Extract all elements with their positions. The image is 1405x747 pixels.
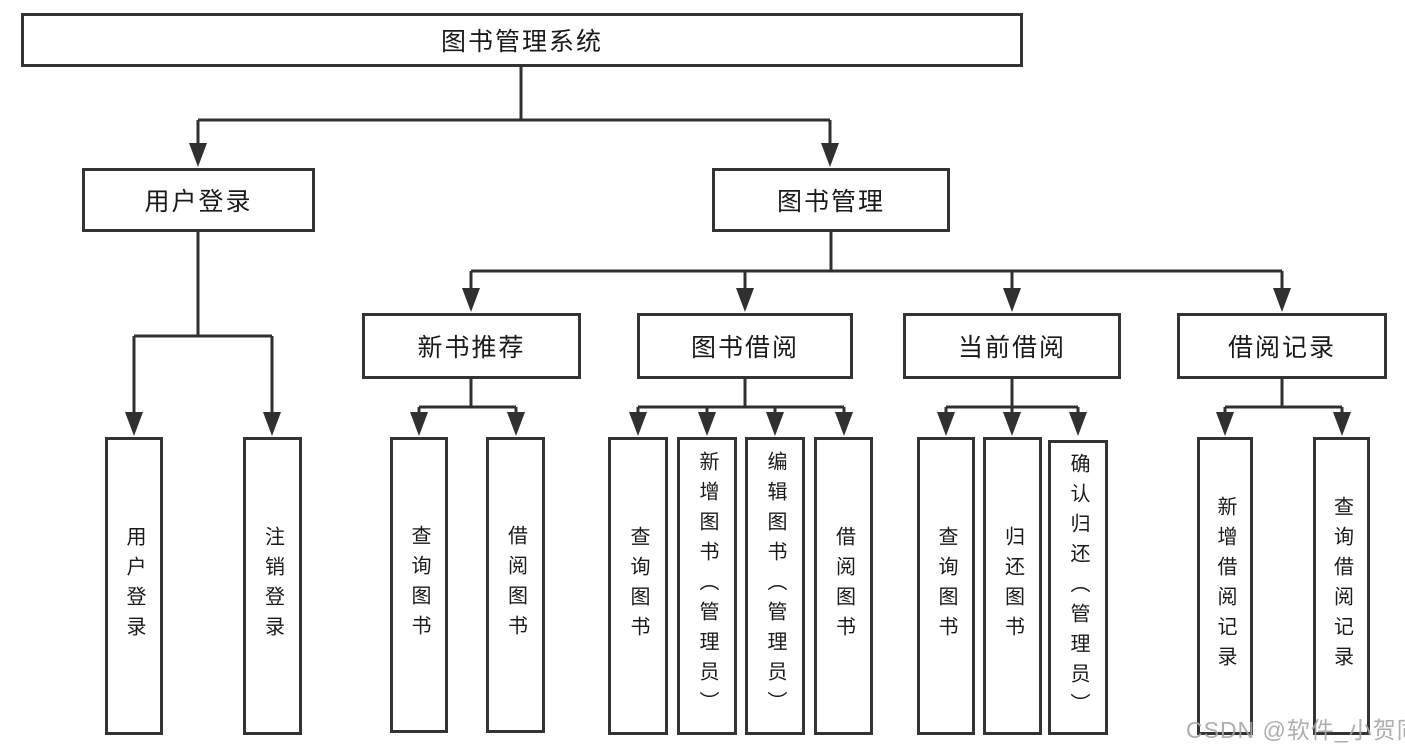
- node-new-book-recommendation-label: 新书推荐: [417, 334, 526, 362]
- node-return-books-label: 归还图书: [1001, 526, 1024, 646]
- node-recommend-borrow-books: 借阅图书: [486, 437, 545, 733]
- node-add-borrow-record: 新增借阅记录: [1197, 437, 1253, 735]
- node-current-query-books: 查询图书: [917, 437, 975, 735]
- node-borrowing-records-label: 借阅记录: [1227, 334, 1336, 362]
- node-user-login-group-label: 用户登录: [144, 188, 253, 216]
- node-borrow-borrow-books-label: 借阅图书: [832, 526, 855, 646]
- node-current-query-books-label: 查询图书: [935, 526, 957, 646]
- connector-root-to-level2: [196, 67, 832, 145]
- node-add-books-admin: 新增图书（管理员）: [677, 437, 737, 735]
- connector-borrow-records-branch: [1223, 379, 1344, 416]
- node-library-management-system-label: 图书管理系统: [440, 28, 603, 56]
- node-query-borrow-record-label: 查询借阅记录: [1330, 496, 1353, 676]
- node-borrowing-records: 借阅记录: [1177, 313, 1387, 379]
- node-add-borrow-record-label: 新增借阅记录: [1214, 496, 1236, 676]
- node-confirm-return-admin: 确认归还（管理员）: [1048, 440, 1108, 735]
- connector-new-book-branch: [417, 379, 518, 416]
- arrowheads: [125, 143, 1351, 436]
- node-confirm-return-admin-label: 确认归还（管理员）: [1067, 452, 1089, 723]
- connector-book-borrow-branch: [636, 379, 846, 416]
- node-return-books: 归还图书: [983, 437, 1042, 735]
- node-query-borrow-record: 查询借阅记录: [1313, 437, 1370, 735]
- node-user-login-label: 用户登录: [123, 526, 145, 646]
- node-edit-books-admin: 编辑图书（管理员）: [745, 437, 805, 735]
- node-current-borrowing-label: 当前借阅: [957, 334, 1066, 362]
- node-library-management-system: 图书管理系统: [21, 13, 1023, 67]
- node-borrow-query-books: 查询图书: [608, 437, 668, 735]
- node-recommend-borrow-books-label: 借阅图书: [504, 525, 527, 645]
- node-book-borrowing-label: 图书借阅: [690, 334, 799, 362]
- node-recommend-query-books: 查询图书: [390, 437, 448, 733]
- node-user-login-group: 用户登录: [82, 168, 315, 232]
- node-logout-login-label: 注销登录: [261, 526, 284, 646]
- node-logout-login: 注销登录: [243, 437, 302, 735]
- node-borrow-query-books-label: 查询图书: [627, 526, 649, 646]
- node-book-borrowing: 图书借阅: [637, 313, 853, 379]
- csdn-watermark: CSDN @软件_小贺同学: [1186, 717, 1405, 743]
- node-current-borrowing: 当前借阅: [903, 313, 1121, 379]
- node-borrow-borrow-books: 借阅图书: [814, 437, 873, 735]
- node-edit-books-admin-label: 编辑图书（管理员）: [764, 451, 786, 721]
- node-book-management: 图书管理: [712, 168, 950, 232]
- node-book-management-label: 图书管理: [776, 188, 885, 216]
- connector-current-borrow-branch: [944, 379, 1080, 416]
- node-add-books-admin-label: 新增图书（管理员）: [696, 451, 718, 721]
- node-recommend-query-books-label: 查询图书: [408, 525, 430, 645]
- connector-user-login-branch: [132, 232, 274, 414]
- node-new-book-recommendation: 新书推荐: [362, 313, 581, 379]
- connector-book-management-branch: [469, 232, 1284, 292]
- node-user-login: 用户登录: [105, 437, 163, 735]
